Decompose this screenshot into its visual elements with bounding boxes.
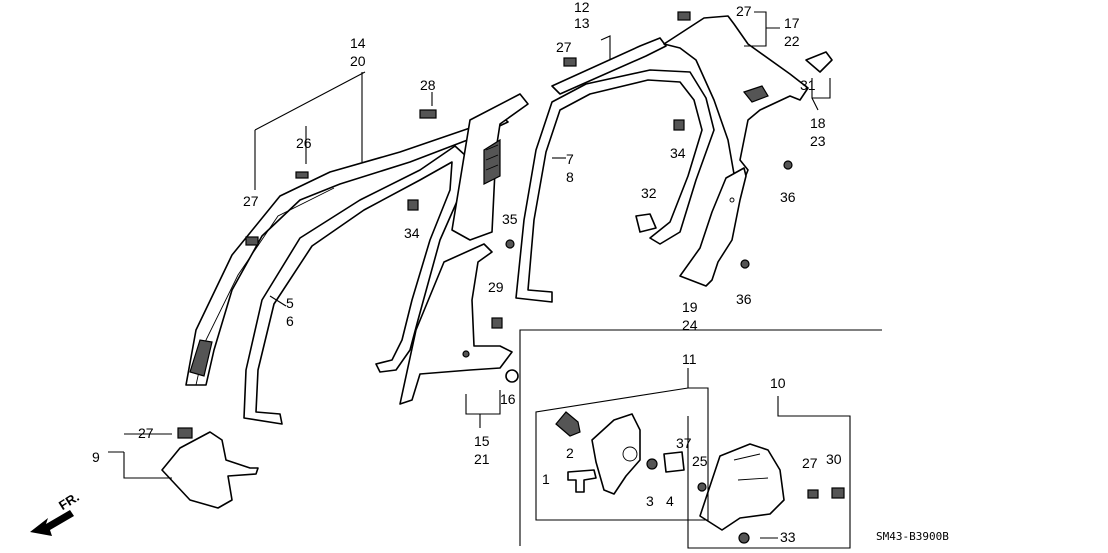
label-19: 19 [682, 299, 698, 315]
label-37: 37 [676, 435, 692, 451]
label-6: 6 [286, 313, 294, 329]
label-32: 32 [641, 185, 657, 201]
label-12: 12 [574, 0, 590, 15]
label-23: 23 [810, 133, 826, 149]
label-3: 3 [646, 493, 654, 509]
label-9: 9 [92, 449, 100, 465]
label-16: 16 [500, 391, 516, 407]
label-34-rear: 34 [670, 145, 686, 161]
rear-pillar-upper [663, 15, 809, 181]
clips [177, 11, 845, 544]
label-30: 30 [826, 451, 842, 467]
rear-kick-panel [699, 443, 785, 531]
front-kick-panel [161, 431, 259, 509]
label-27-rear: 27 [736, 3, 752, 19]
label-33: 33 [780, 529, 796, 545]
diagram-code: SM43-B3900B [876, 530, 949, 543]
label-18: 18 [810, 115, 826, 131]
leader-lines [108, 11, 882, 549]
label-15: 15 [474, 433, 490, 449]
label-13: 13 [574, 15, 590, 31]
label-34-front: 34 [404, 225, 420, 241]
label-21: 21 [474, 451, 490, 467]
label-28: 28 [420, 77, 436, 93]
label-8: 8 [566, 169, 574, 185]
label-5: 5 [286, 295, 294, 311]
step-garnish-assembly [555, 411, 707, 495]
label-7: 7 [566, 151, 574, 167]
label-35: 35 [502, 211, 518, 227]
label-27-front: 27 [243, 193, 259, 209]
center-pillar-lower [399, 243, 513, 405]
label-10: 10 [770, 375, 786, 391]
center-pillar-upper [451, 93, 529, 241]
label-4: 4 [666, 493, 674, 509]
label-31: 31 [800, 77, 816, 93]
label-24: 24 [682, 317, 698, 333]
label-25: 25 [692, 453, 708, 469]
roof-side-garnish [551, 37, 667, 95]
label-27-rear-kick: 27 [802, 455, 818, 471]
label-27-kick: 27 [138, 425, 154, 441]
rear-door-weatherstrip [515, 69, 715, 303]
label-22: 22 [784, 33, 800, 49]
label-11: 11 [682, 351, 697, 367]
label-1: 1 [542, 471, 550, 487]
rear-pillar-lower [679, 167, 747, 287]
label-14: 14 [350, 35, 366, 51]
label-36-lower: 36 [736, 291, 752, 307]
label-17: 17 [784, 15, 800, 31]
label-36-upper: 36 [780, 189, 796, 205]
label-2: 2 [566, 445, 574, 461]
label-27-roof: 27 [556, 39, 572, 55]
label-20: 20 [350, 53, 366, 69]
front-direction-arrow [30, 510, 74, 536]
label-26: 26 [296, 135, 312, 151]
front-door-weatherstrip [243, 145, 467, 425]
label-29: 29 [488, 279, 504, 295]
